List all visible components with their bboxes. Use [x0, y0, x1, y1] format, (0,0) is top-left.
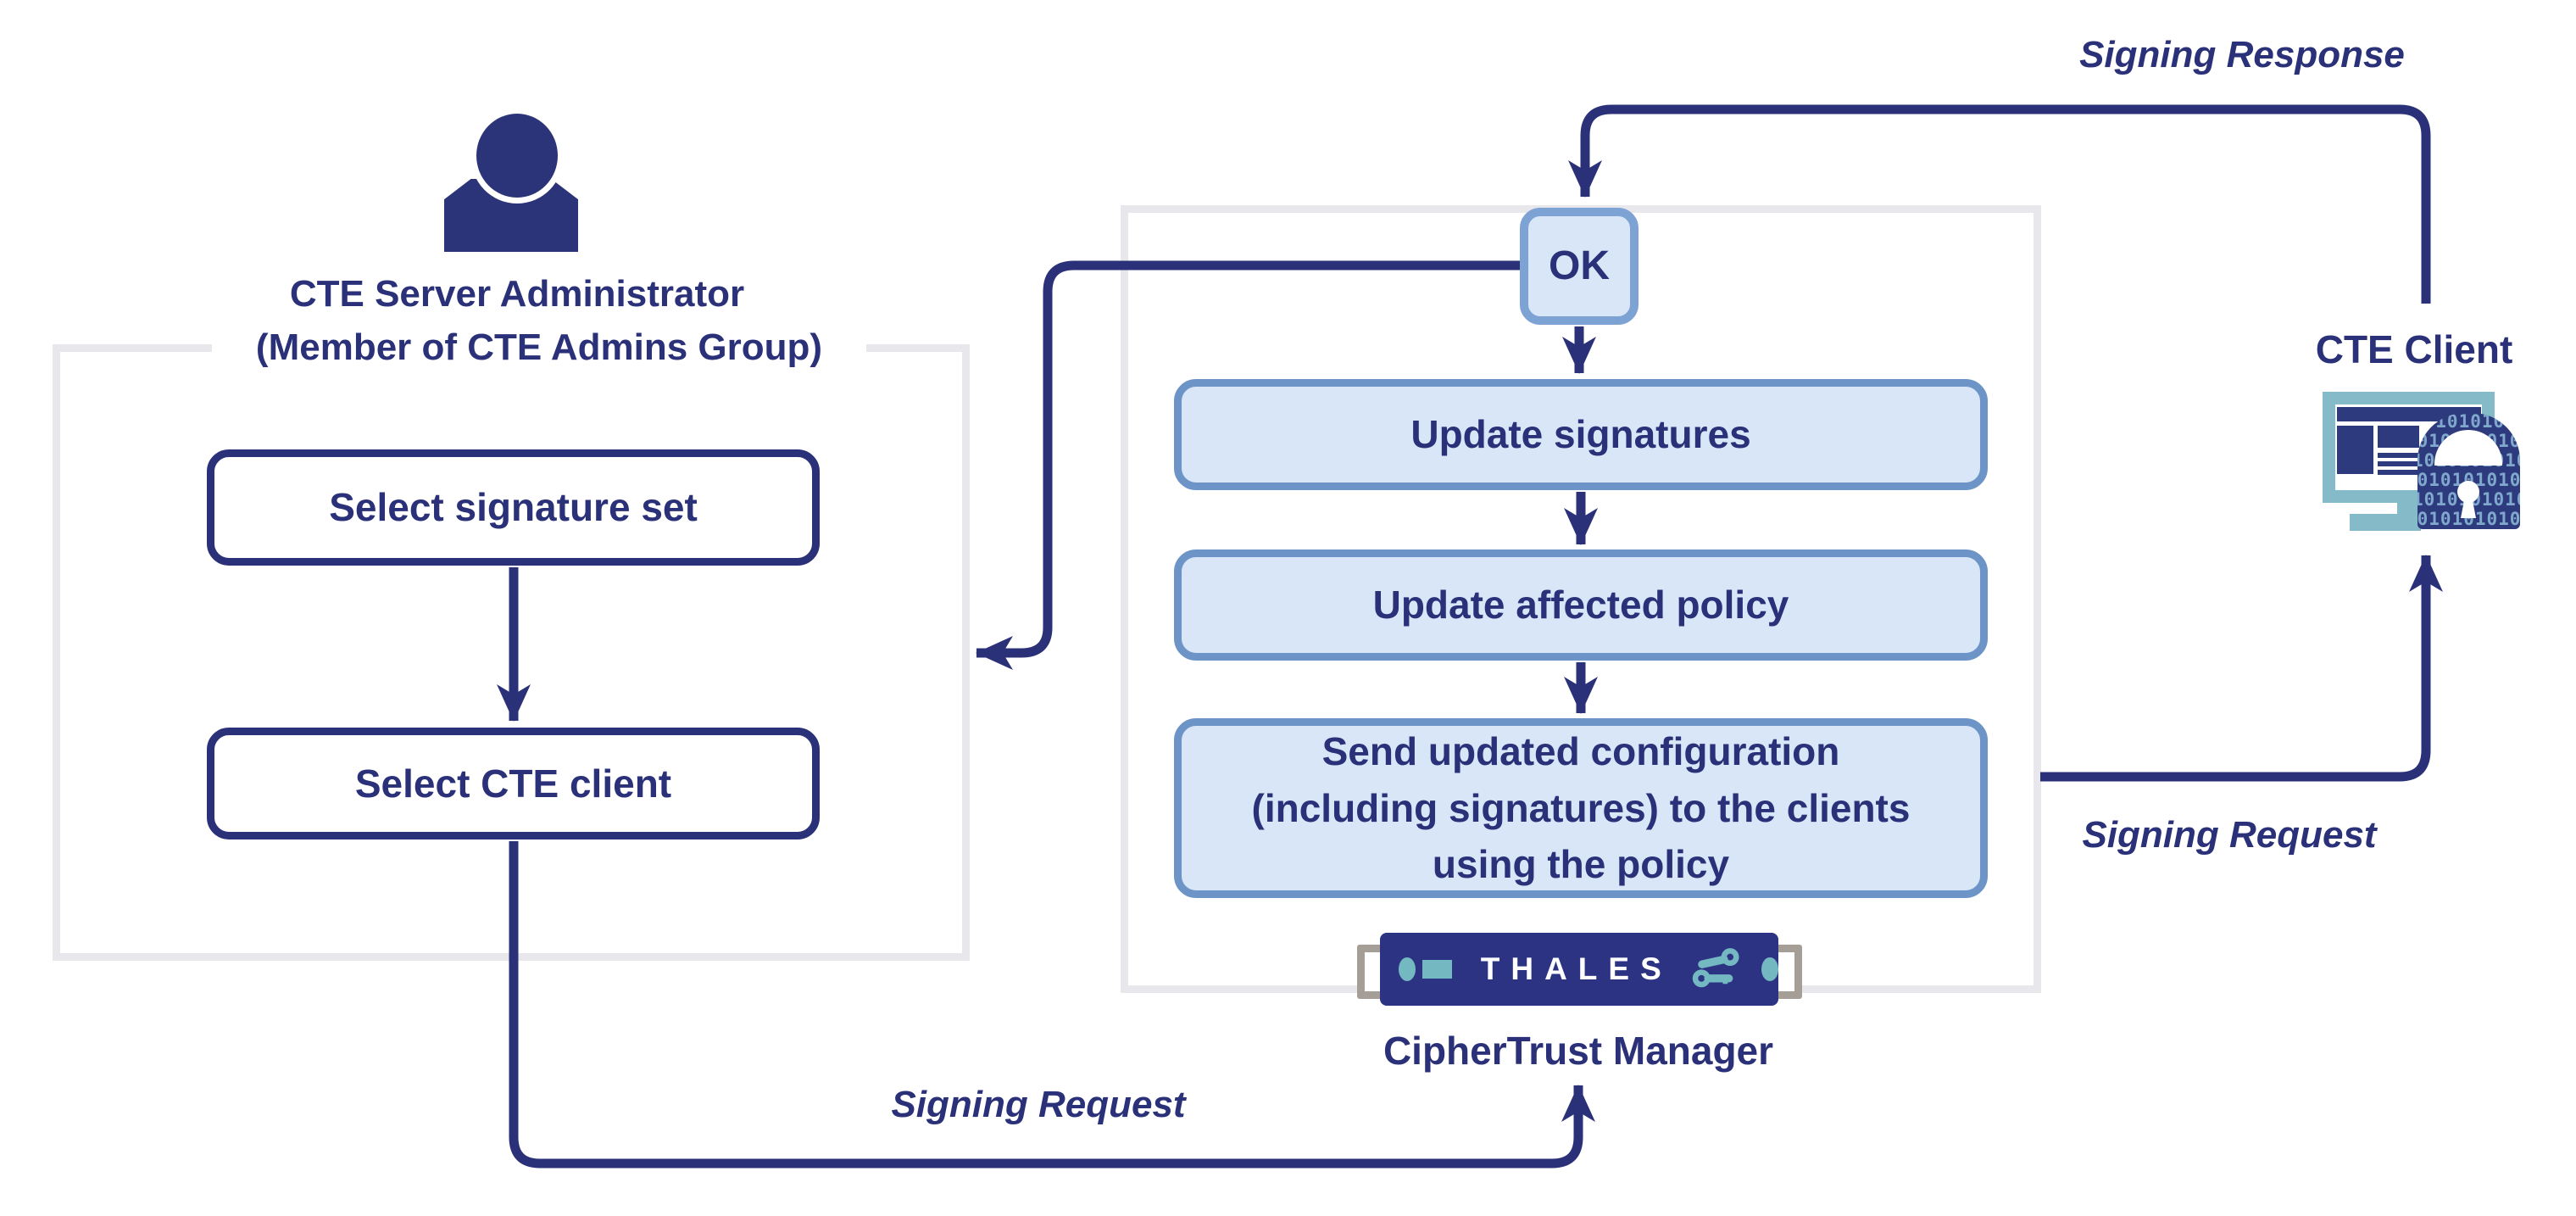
monitor-text-line	[2378, 453, 2419, 458]
signing-response-label: Signing Response	[2079, 34, 2405, 75]
signing-request-right-label: Signing Request	[2082, 814, 2377, 856]
thales-appliance-icon: THALES	[1380, 933, 1778, 1006]
appliance-led-icon	[1399, 957, 1416, 981]
signing-request-bottom-label: Signing Request	[891, 1084, 1186, 1125]
step-select-cte-client: Select CTE client	[207, 728, 820, 839]
signing-request-bottom-arrow	[509, 841, 1595, 1169]
step-update-signatures: Update signatures	[1174, 379, 1988, 490]
step-select-signature-set: Select signature set	[207, 449, 820, 566]
keys-icon	[1692, 948, 1739, 988]
monitor-text-line	[2378, 470, 2419, 475]
signing-response-arrow	[1568, 104, 2431, 304]
ok-to-admin-arrow	[976, 260, 1520, 670]
admin-person-icon	[470, 108, 564, 204]
monitor-content-block	[2378, 426, 2419, 448]
step-ok: OK	[1520, 208, 1639, 325]
step-update-affected-policy: Update affected policy	[1174, 549, 1988, 661]
monitor-text-line	[2378, 461, 2419, 466]
step-send-updated-configuration: Send updated configuration (including si…	[1174, 718, 1988, 898]
thales-wordmark: THALES	[1480, 951, 1672, 986]
admin-subtitle: (Member of CTE Admins Group)	[212, 326, 866, 369]
monitor-sidebar	[2337, 426, 2373, 474]
admin-title: CTE Server Administrator	[289, 273, 745, 315]
monitor-stand-foot-icon	[2350, 514, 2421, 531]
appliance-drive-icon	[1422, 960, 1452, 979]
signing-request-right-arrow	[2040, 555, 2443, 782]
ciphertrust-manager-label: CipherTrust Manager	[1383, 1029, 1774, 1073]
keyhole-stem-icon	[2461, 496, 2476, 518]
appliance-led2-icon	[1761, 957, 1778, 981]
cte-client-label: CTE Client	[2315, 327, 2513, 371]
